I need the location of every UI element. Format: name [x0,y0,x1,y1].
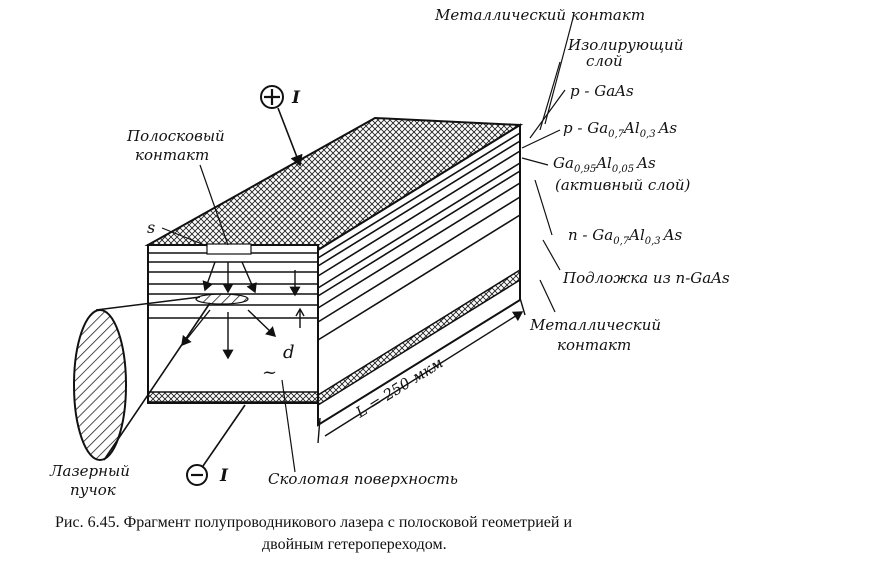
front-bottom-metal [147,391,319,403]
laser-beam-label-1: Лазерный [49,462,130,480]
laser-beam-edges [95,296,211,461]
stripe-contact-window [206,243,252,255]
p-gaas-label: p - GaAs [570,82,634,100]
caption-line-1: Рис. 6.45. Фрагмент полупроводникового л… [55,514,572,531]
length-dimension [317,297,526,444]
metal-contact-bottom-label-1: Металлический [529,316,661,334]
leader-lines [161,17,574,473]
front-face [147,244,319,404]
laser-beam [73,309,127,461]
current-arrows [181,261,301,360]
cleaved-surface-label: Сколотая поверхность [268,470,458,488]
substrate-label: Подложка из n-GaAs [562,269,730,287]
metal-contact-top-label: Металлический контакт [434,6,645,24]
stripe-contact-label-2: контакт [135,146,209,164]
metal-contact-bottom-label-2: контакт [557,336,631,354]
tilde-mark: ~ [262,362,277,383]
active-region [195,293,249,305]
d-label: d [283,342,295,363]
insulating-layer-label-1: Изолирующий [567,36,683,54]
minus-current-label: I [219,466,229,486]
active-layer-note: (активный слой) [555,176,691,194]
side-layer-lines [317,132,521,341]
caption-line-2: двойным гетеропереходом. [262,536,447,553]
laser-beam-label-2: пучок [70,481,116,499]
d-marker [295,307,305,328]
s-label: s [147,218,155,237]
plus-current-label: I [291,88,301,108]
stripe-contact-label-1: Полосковый [126,127,225,145]
insulating-layer-label-2: слой [586,52,623,70]
